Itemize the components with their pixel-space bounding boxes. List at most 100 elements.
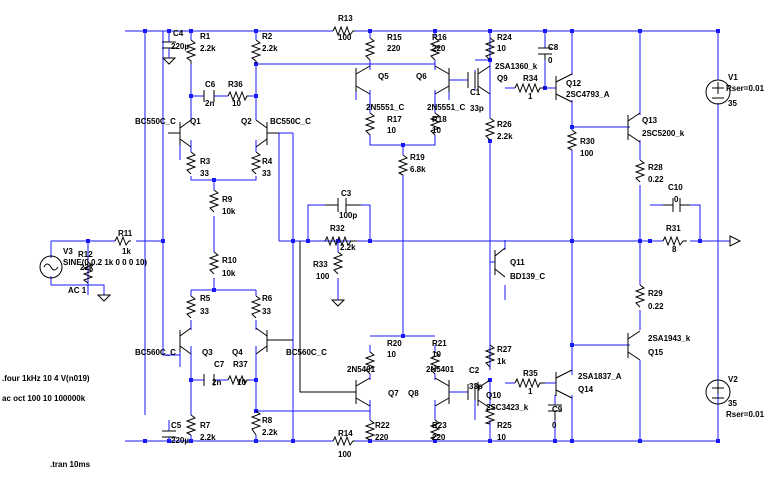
value-C4: 220µ [171,42,189,51]
label-R27: R27 [497,345,512,354]
label-C6: C6 [205,80,216,89]
ground-symbol [330,299,346,307]
capacitor-C4 [162,41,176,49]
label-R1: R1 [200,32,211,41]
value-R7: 2.2k [200,433,216,442]
resistor-R27 [484,344,496,368]
resistor-R33 [332,251,344,275]
value-V1: 35 [728,99,737,108]
value-R31: 8 [672,245,677,254]
resistor-R26 [484,117,496,141]
model-Q15: 2SA1943_k [648,334,691,343]
label-R6: R6 [262,294,273,303]
resistor-R30 [566,129,578,151]
value-C6: 2n [205,99,214,108]
wires [50,30,730,442]
model-Q13: 2SC5200_k [642,129,685,138]
label-Q14: Q14 [578,385,594,394]
voltage-source-V2 [705,379,731,405]
label-R14: R14 [338,429,353,438]
model-Q7: 2N5401 [347,365,376,374]
transistor-Q4 [255,327,293,355]
resistor-R24 [484,37,496,61]
transistor-Q1 [168,119,192,148]
model-Q1: BC550C_C [135,117,176,126]
resistor-R13 [332,25,355,37]
transistor-Q15 [627,330,641,361]
transistor-Q3 [179,327,192,355]
resistor-R31 [662,235,687,247]
label-Q12: Q12 [566,79,582,88]
value-R35: 1 [528,387,533,396]
value-R24: 10 [497,44,506,53]
resistor-R18 [429,112,441,136]
value-R14: 100 [338,450,352,459]
resistor-R7 [185,414,197,436]
resistor-R36 [227,90,249,102]
label-C3: C3 [341,189,352,198]
transistor-Q5 [355,65,371,95]
value-R5: 33 [200,307,209,316]
model-Q11: BD139_C [510,272,545,281]
value-R15: 220 [387,44,401,53]
model-Q4: BC560C_C [286,348,327,357]
model-Q10: 2SC3423_k [486,403,529,412]
resistor-R1 [185,39,197,64]
resistor-R9 [208,189,220,213]
label-R31: R31 [666,224,681,233]
label-Q13: Q13 [642,116,658,125]
model-Q3: BC560C_C [135,348,176,357]
value-R28: 0.22 [648,175,664,184]
value-C2: 33p [469,382,483,391]
voltage-source-V1 [705,79,731,105]
value-R23: 220 [432,433,446,442]
value-R4: 33 [262,169,271,178]
label-R20: R20 [387,339,402,348]
model-Q2: BC550C_C [270,117,311,126]
label-R37: R37 [233,360,248,369]
value-R2: 2.2k [262,44,278,53]
ground-symbol [161,57,177,65]
model-Q8: 2N5401 [426,365,455,374]
label-R29: R29 [648,289,663,298]
spice-directives: .four 1kHz 10 4 V(n019) ac oct 100 10 10… [2,374,91,469]
value-V3: SINE(0 0.2 1k 0 0 0 10) [63,258,147,267]
transistor-Q9 [477,65,491,95]
label-C10: C10 [668,183,683,192]
value-R27: 1k [497,357,506,366]
model-Q12: 2SC4793_A [566,90,610,99]
value-C1: 33p [470,104,484,113]
resistor-R35 [514,377,545,389]
label-R23: R23 [432,421,447,430]
directive-tran: .tran 10ms [50,460,91,469]
label-C9: C9 [552,405,563,414]
capacitor-C10 [663,198,690,212]
value-R17: 10 [387,126,396,135]
label-V2: V2 [728,375,738,384]
label-Q15: Q15 [648,348,664,357]
label-V3: V3 [63,247,73,256]
model-Q5: 2N5551_C [366,103,404,112]
label-C4: C4 [173,29,184,38]
value-R19: 6.8k [410,165,426,174]
label-Q1: Q1 [190,117,201,126]
value-R10: 10k [222,269,236,278]
transistor-Q14 [555,369,573,399]
capacitor-C8 [538,47,552,60]
label-R35: R35 [523,369,538,378]
label-R30: R30 [580,137,595,146]
label-R28: R28 [648,163,663,172]
label-R2: R2 [262,32,273,41]
components [39,25,742,447]
model-Q9: 2SA1360_k [495,62,538,71]
value-R11: 1k [122,247,131,256]
capacitor-C3 [325,198,361,212]
ac-V3: AC 1 [68,286,87,295]
value-R32: 2.2k [340,243,356,252]
label-R10: R10 [222,256,237,265]
value-R18: 10 [432,126,441,135]
capacitor-C6 [203,90,215,102]
value-C10: 0 [674,195,679,204]
value-C8: 0 [548,56,553,65]
